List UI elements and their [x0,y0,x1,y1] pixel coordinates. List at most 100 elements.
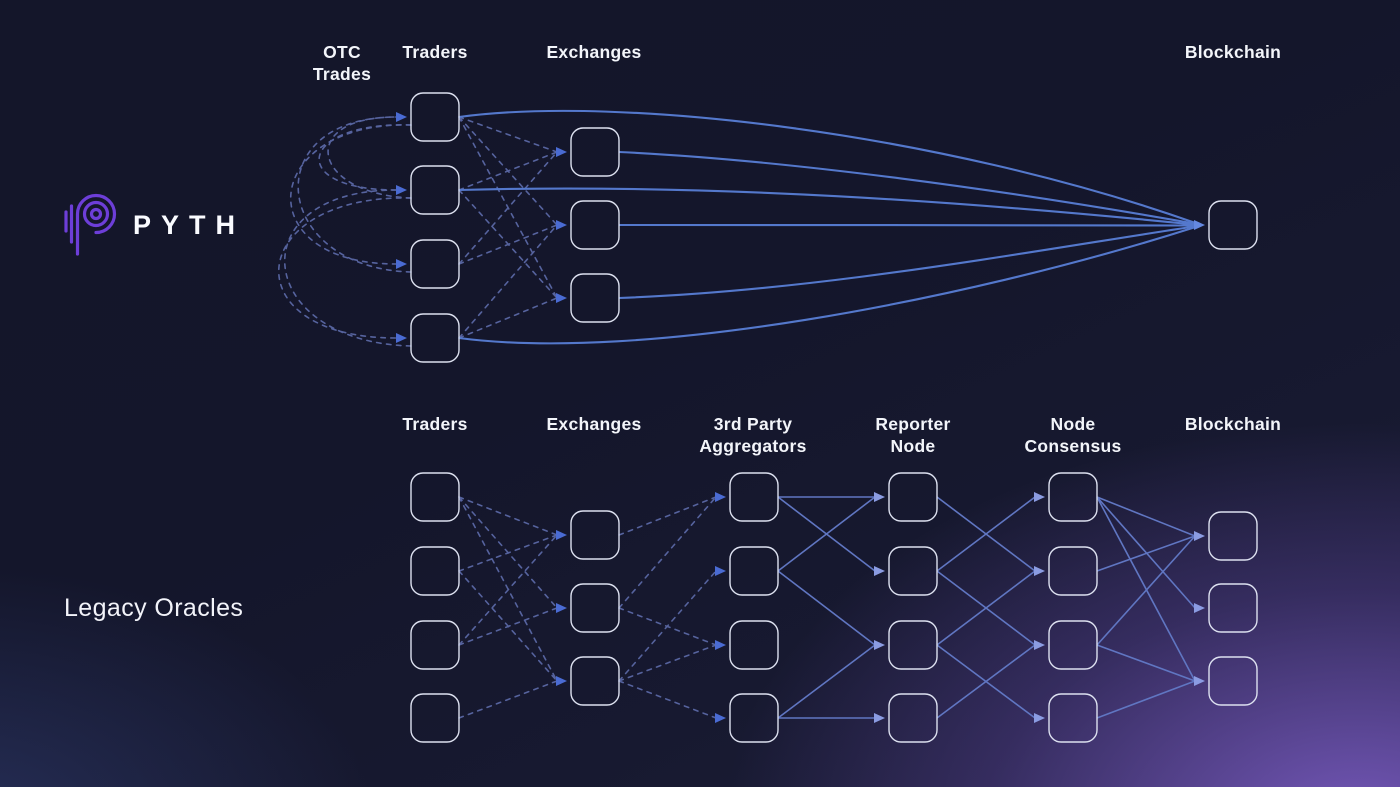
legacy-arrow-into-reporters-2 [874,566,885,576]
legacy-reporters-node-1 [888,472,938,522]
legacy-edge-consensus4-blockchain3 [1096,680,1196,719]
legacy-reporters-node-4 [888,693,938,743]
legacy-exchanges-node-2 [570,583,620,633]
pyth-edge-traders3-exchanges2 [458,224,558,265]
pyth-edge-traders4-blockchain [458,226,1195,345]
pyth-arrow-into-exchanges-1 [556,147,567,157]
arrowheads-layer [396,112,1205,723]
legacy-header-exchanges: Exchanges [546,414,641,434]
legacy-edge-consensus3-blockchain3 [1096,644,1196,682]
legacy-traders-node-4 [410,693,460,743]
legacy-reporters-node-3 [888,620,938,670]
edges-layer [278,109,1196,719]
legacy-consensus-node-3 [1048,620,1098,670]
legacy-header-node-consensus: Node [1051,414,1096,434]
pyth-header-traders: Traders [402,42,467,62]
legacy-edge-aggregators4-reporters3 [777,644,876,719]
pyth-otc-arc-trader1-trader3 [290,124,412,265]
pyth-edge-exchanges2-blockchain [618,223,1195,227]
pyth-otc-arc-trader1-trader2 [318,124,412,191]
pyth-header-otc-trades: OTC [323,42,361,62]
legacy-edge-traders4-exchanges3 [458,680,558,719]
nodes-layer [410,92,1258,743]
legacy-edge-consensus1-blockchain3 [1096,496,1196,682]
legacy-arrow-into-consensus-1 [1034,492,1045,502]
legacy-header-traders: Traders [402,414,467,434]
legacy-consensus-node-4 [1048,693,1098,743]
legacy-edge-traders2-exchanges1 [458,534,558,572]
pyth-otc-arc-trader4-trader2 [284,189,412,347]
legacy-oracles-title: Legacy Oracles [64,594,244,622]
legacy-traders-node-1 [410,472,460,522]
legacy-edge-consensus3-blockchain1 [1096,535,1196,646]
legacy-arrow-into-aggregators-1 [715,492,726,502]
legacy-arrow-into-aggregators-3 [715,640,726,650]
pyth-blockchain-node-1 [1208,200,1258,250]
pyth-edge-traders1-exchanges1 [458,116,558,153]
pyth-arrow-into-exchanges-2 [556,220,567,230]
pyth-edge-traders2-exchanges1 [458,151,558,191]
legacy-consensus-node-2 [1048,546,1098,596]
legacy-edge-exchanges2-aggregators1 [618,496,717,609]
pyth-arrow-into-blockchain [1194,220,1205,230]
legacy-aggregators-node-2 [729,546,779,596]
legacy-arrow-into-exchanges-3 [556,676,567,686]
legacy-edge-consensus1-blockchain2 [1096,496,1196,609]
pyth-exchanges-node-2 [570,200,620,250]
legacy-aggregators-node-1 [729,472,779,522]
pyth-edge-exchanges1-blockchain [618,150,1195,225]
legacy-edge-aggregators2-reporters1 [777,496,876,572]
pyth-arrow-into-traders-4 [396,333,407,343]
pyth-traders-node-2 [410,165,460,215]
legacy-edge-aggregators2-reporters3 [777,570,876,646]
legacy-header-node-consensus: Consensus [1024,436,1121,456]
legacy-arrow-into-reporters-4 [874,713,885,723]
legacy-edge-traders3-exchanges1 [458,534,558,646]
pyth-header-otc-trades: Trades [313,64,371,84]
legacy-arrow-into-exchanges-2 [556,603,567,613]
legacy-arrow-into-reporters-1 [874,492,885,502]
legacy-edge-exchanges1-aggregators1 [618,496,717,536]
legacy-reporters-node-2 [888,546,938,596]
legacy-arrow-into-consensus-2 [1034,566,1045,576]
legacy-arrow-into-aggregators-4 [715,713,726,723]
legacy-blockchain-node-2 [1208,583,1258,633]
legacy-traders-node-3 [410,620,460,670]
legacy-header-reporter-node: Reporter [875,414,950,434]
legacy-arrow-into-exchanges-1 [556,530,567,540]
pyth-otc-arc-trader3-trader1 [297,116,412,273]
legacy-arrow-into-aggregators-2 [715,566,726,576]
pyth-p-icon [64,193,117,256]
legacy-arrow-into-consensus-3 [1034,640,1045,650]
legacy-blockchain-node-3 [1208,656,1258,706]
legacy-header-blockchain: Blockchain [1185,414,1281,434]
legacy-edge-reporters4-consensus3 [936,644,1036,719]
pyth-header-blockchain: Blockchain [1185,42,1281,62]
legacy-edge-consensus2-blockchain1 [1096,535,1196,572]
legacy-arrow-into-blockchain-3 [1194,676,1205,686]
legacy-consensus-node-1 [1048,472,1098,522]
legacy-arrow-into-consensus-4 [1034,713,1045,723]
pyth-edge-exchanges3-blockchain [618,225,1195,300]
legacy-edge-reporters2-consensus1 [936,496,1036,572]
legacy-header-aggregators: 3rd Party [714,414,793,434]
pyth-traders-node-4 [410,313,460,363]
legacy-blockchain-node-1 [1208,511,1258,561]
pyth-traders-node-3 [410,239,460,289]
pyth-edge-traders4-exchanges2 [458,224,558,339]
legacy-arrow-into-blockchain-2 [1194,603,1205,613]
legacy-aggregators-node-4 [729,693,779,743]
pyth-exchanges-node-1 [570,127,620,177]
pyth-header-exchanges: Exchanges [546,42,641,62]
pyth-traders-node-1 [410,92,460,142]
pyth-arrow-into-traders-3 [396,259,407,269]
pyth-arrow-into-traders-1 [396,112,407,122]
legacy-exchanges-node-1 [570,510,620,560]
pyth-edge-traders2-blockchain [458,187,1195,226]
legacy-traders-node-2 [410,546,460,596]
legacy-arrow-into-reporters-3 [874,640,885,650]
legacy-edge-reporters3-consensus2 [936,570,1036,646]
